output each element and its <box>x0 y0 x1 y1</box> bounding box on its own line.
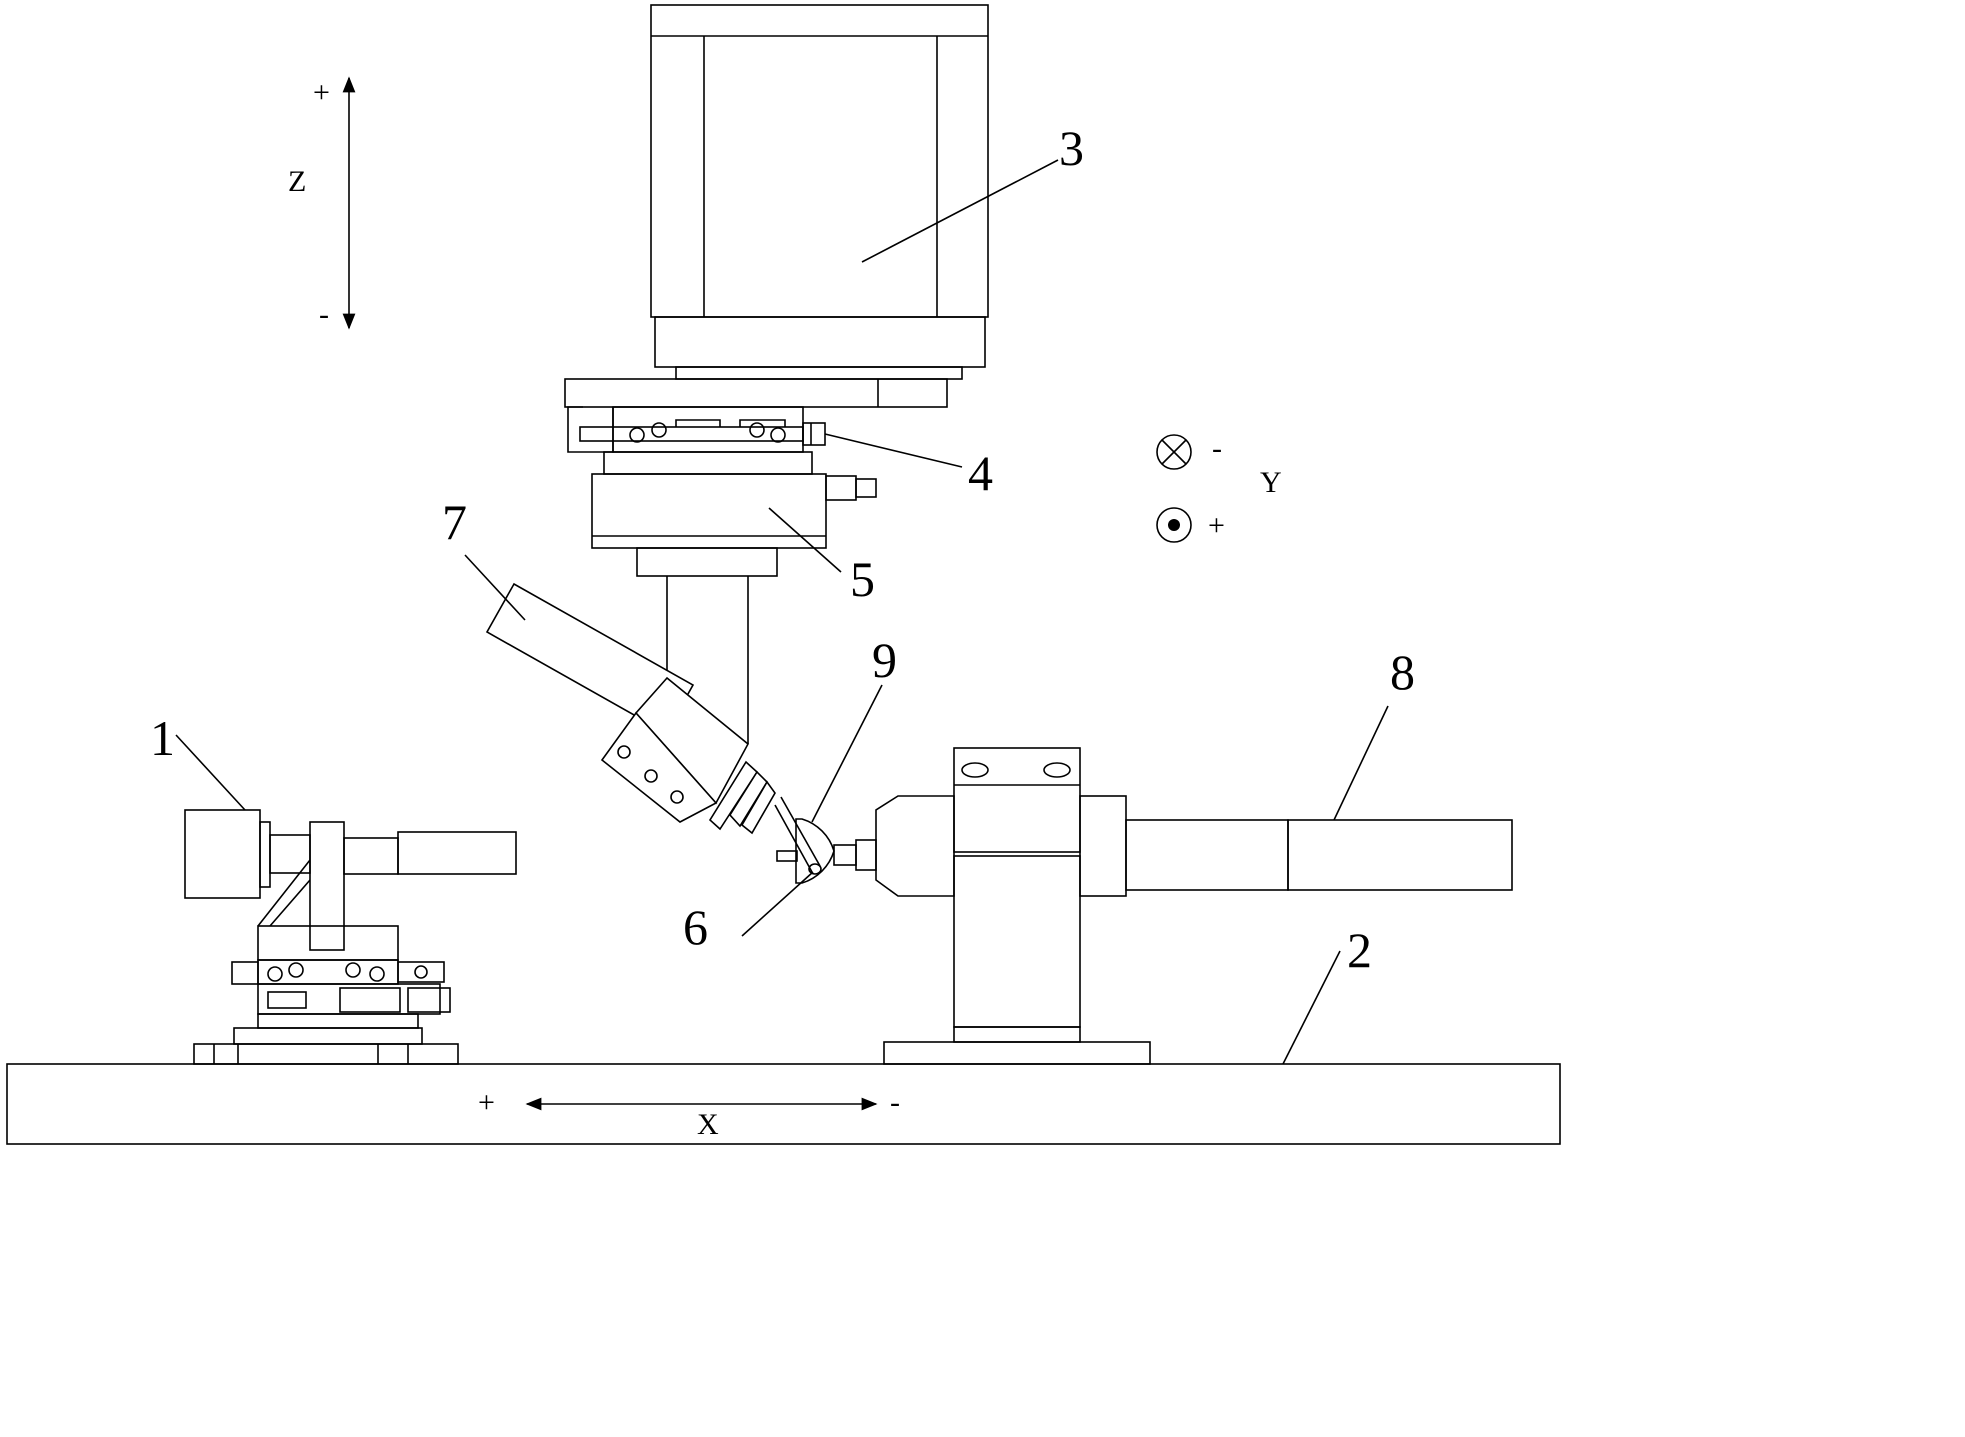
z-axis-minus: - <box>319 298 329 331</box>
base-plate <box>6 1063 1561 1145</box>
rotary-unit <box>591 473 877 744</box>
part-label-2: 2 <box>1347 922 1372 978</box>
part-label-5: 5 <box>850 551 875 607</box>
part-label-6: 6 <box>683 899 708 955</box>
x-axis-minus: - <box>890 1086 900 1119</box>
y-axis-plus: + <box>1208 509 1225 542</box>
leader-lines <box>175 159 1389 1065</box>
angled-camera-arm <box>485 582 822 875</box>
part-label-3: 3 <box>1059 120 1084 176</box>
z-axis-plus: + <box>313 76 330 109</box>
y-axis-indicator: - Y + <box>1156 432 1282 543</box>
part-label-9: 9 <box>872 632 897 688</box>
y-axis-minus: - <box>1212 432 1222 465</box>
x-axis-label: X <box>697 1108 719 1141</box>
machine-diagram: + Z - - Y + + X - <box>6 4 1561 1145</box>
part-labels: 1 2 3 4 5 6 7 8 9 <box>150 120 1415 978</box>
left-camera-stage <box>184 809 517 1065</box>
y-axis-label: Y <box>1260 466 1282 499</box>
motor-head <box>564 4 989 408</box>
x-axis-indicator: + X - <box>478 1086 900 1141</box>
spherical-workpiece <box>776 818 877 884</box>
right-spindle-fixture <box>875 747 1513 1065</box>
part-label-1: 1 <box>150 710 175 766</box>
part-label-8: 8 <box>1390 644 1415 700</box>
part-label-7: 7 <box>442 494 467 550</box>
z-axis-indicator: + Z - <box>288 76 356 331</box>
upper-slide-stage <box>567 406 826 475</box>
x-axis-plus: + <box>478 1086 495 1119</box>
part-label-4: 4 <box>968 445 993 501</box>
z-axis-label: Z <box>288 165 306 198</box>
